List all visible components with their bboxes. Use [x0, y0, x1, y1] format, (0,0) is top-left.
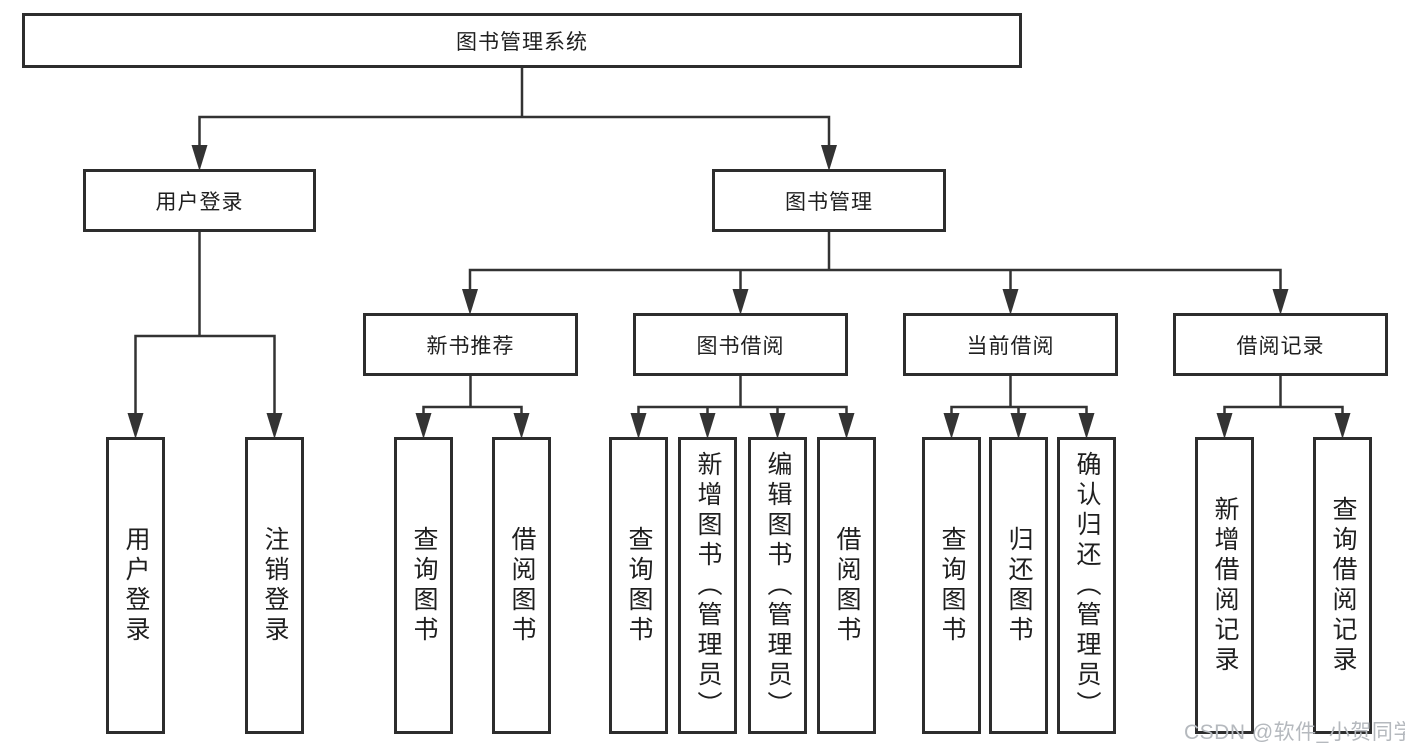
arrow-down-icon — [513, 413, 530, 439]
leaf-return-books: 归还图书 — [989, 437, 1048, 734]
arrow-down-icon — [699, 413, 716, 439]
leaf-label: 新增借阅记录 — [1211, 495, 1239, 676]
leaf-borrow-books-borrowing: 借阅图书 — [817, 437, 876, 734]
connector-user-login-to-leaves — [134, 232, 276, 418]
leaf-confirm-return-admin: 确认归还（管理员） — [1057, 437, 1116, 734]
arrow-down-icon — [943, 413, 960, 439]
arrow-down-icon — [127, 413, 144, 439]
arrow-down-icon — [630, 413, 647, 439]
leaf-logout: 注销登录 — [245, 437, 304, 734]
node-user-login: 用户登录 — [83, 169, 316, 232]
node-book-management: 图书管理 — [712, 169, 946, 232]
leaf-label: 查询图书 — [625, 525, 653, 646]
leaf-query-books-borrowing: 查询图书 — [609, 437, 668, 734]
arrow-down-icon — [769, 413, 786, 439]
csdn-watermark: CSDN @软件_小贺同学 — [1184, 721, 1405, 744]
leaf-borrow-books-recommendation: 借阅图书 — [492, 437, 551, 734]
leaf-label: 查询图书 — [410, 525, 438, 646]
leaf-add-borrow-record: 新增借阅记录 — [1195, 437, 1254, 734]
leaf-label: 新增图书（管理员） — [694, 450, 722, 721]
connector-borrowing-records-to-leaves — [1223, 376, 1344, 418]
arrow-down-icon — [1216, 413, 1233, 439]
node-library-management-system: 图书管理系统 — [22, 13, 1022, 68]
node-borrowing-records: 借阅记录 — [1173, 313, 1388, 376]
leaf-label: 用户登录 — [122, 525, 150, 646]
leaf-query-books-recommendation: 查询图书 — [394, 437, 453, 734]
leaf-label: 借阅图书 — [833, 525, 861, 646]
node-current-borrowing: 当前借阅 — [903, 313, 1118, 376]
arrow-down-icon — [266, 413, 283, 439]
arrow-down-icon — [462, 289, 478, 315]
node-book-borrowing: 图书借阅 — [633, 313, 848, 376]
leaf-query-books-current: 查询图书 — [922, 437, 981, 734]
arrow-down-icon — [1002, 289, 1019, 315]
arrow-down-icon — [1010, 413, 1027, 439]
connector-current-borrowing-to-leaves — [950, 376, 1088, 418]
connector-book-borrowing-to-leaves — [637, 376, 848, 418]
leaf-user-login: 用户登录 — [106, 437, 165, 734]
leaf-label: 编辑图书（管理员） — [764, 450, 792, 721]
leaf-add-book-admin: 新增图书（管理员） — [678, 437, 737, 734]
connector-new-book-recommendation-to-leaves — [422, 376, 523, 418]
arrow-down-icon — [732, 289, 749, 315]
arrow-down-icon — [1334, 413, 1351, 439]
arrow-down-icon — [1078, 413, 1095, 439]
arrow-down-icon — [1272, 289, 1289, 315]
arrow-down-icon — [838, 413, 855, 439]
leaf-label: 借阅图书 — [508, 525, 536, 646]
connector-root-to-level2 — [198, 68, 831, 150]
leaf-label: 归还图书 — [1005, 525, 1033, 646]
node-new-book-recommendation: 新书推荐 — [363, 313, 578, 376]
leaf-query-borrow-record: 查询借阅记录 — [1313, 437, 1372, 734]
connector-book-management-to-level3 — [468, 232, 1282, 294]
leaf-label: 查询借阅记录 — [1329, 495, 1357, 676]
arrow-down-icon — [415, 413, 432, 439]
leaf-label: 查询图书 — [938, 525, 966, 646]
leaf-label: 注销登录 — [261, 525, 289, 646]
arrow-down-icon — [191, 145, 208, 171]
arrow-down-icon — [821, 145, 837, 171]
leaf-edit-book-admin: 编辑图书（管理员） — [748, 437, 807, 734]
leaf-label: 确认归还（管理员） — [1073, 450, 1101, 721]
